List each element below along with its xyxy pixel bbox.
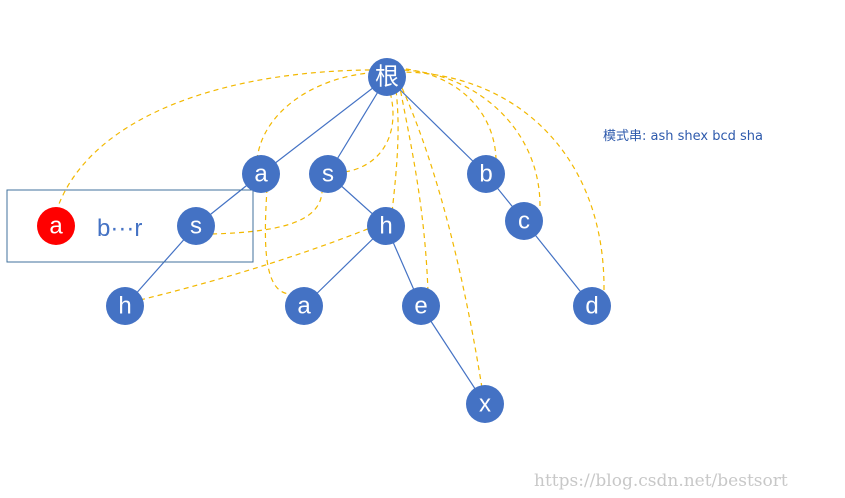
node-as-label: s: [190, 213, 202, 240]
fail-link-h-h: [139, 227, 371, 301]
edge-root-b: [386, 76, 487, 175]
fail-link-s-s: [211, 191, 323, 235]
node-sh-label: h: [379, 213, 392, 240]
node-s: s: [309, 155, 347, 193]
edge-h-a: [303, 225, 387, 307]
fail-links: [55, 67, 605, 389]
edge-e-x: [420, 305, 486, 405]
node-a-label: a: [254, 161, 268, 188]
watermark: https://blog.csdn.net/bestsort: [534, 471, 788, 491]
fail-link-c-root: [397, 69, 541, 207]
node-ash: h: [106, 287, 144, 325]
node-bc-label: c: [518, 208, 530, 235]
node-shex: x: [466, 385, 504, 423]
node-sha: a: [285, 287, 323, 325]
fail-link-x-root: [401, 87, 483, 389]
node-b: b: [467, 155, 505, 193]
fail-link-red-a-root: [55, 69, 388, 213]
match-box: [6, 189, 254, 263]
edge-root-a: [260, 76, 388, 175]
node-bcd-label: d: [585, 293, 598, 320]
node-s-label: s: [322, 161, 334, 188]
fail-link-e-root: [399, 87, 429, 293]
node-root-label: 根: [375, 64, 399, 91]
fail-link-h-root: [391, 89, 399, 213]
node-sha-label: a: [297, 293, 311, 320]
node-bc: c: [505, 202, 543, 240]
fail-link-a-a: [264, 187, 293, 295]
fail-link-a-root: [256, 71, 388, 161]
node-shex-label: x: [479, 391, 491, 418]
node-she: e: [402, 287, 440, 325]
node-as: s: [177, 207, 215, 245]
fail-link-d-root: [399, 71, 605, 291]
node-she-label: e: [414, 293, 427, 320]
pattern-label: 模式串: ash shex bcd sha: [603, 129, 763, 144]
node-red-a-label: a: [49, 213, 63, 240]
node-a: a: [242, 155, 280, 193]
box-text-label: b···r: [97, 215, 142, 242]
node-b-label: b: [479, 161, 492, 188]
node-red-a: a: [37, 207, 75, 245]
fail-link-s-root: [344, 91, 394, 173]
node-sh: h: [367, 207, 405, 245]
node-ash-label: h: [118, 293, 131, 320]
node-root: 根: [368, 58, 406, 96]
node-bcd: d: [573, 287, 611, 325]
